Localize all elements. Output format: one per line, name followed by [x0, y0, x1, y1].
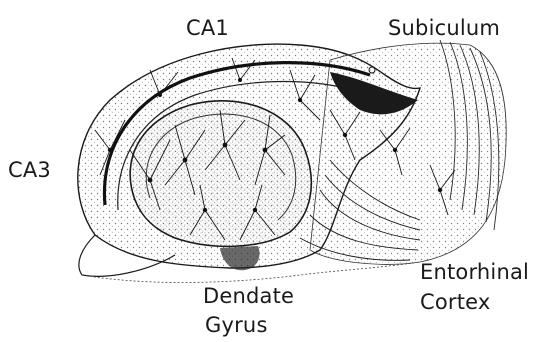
entorhinal-label-line2: Cortex	[420, 290, 491, 314]
ca3-label: CA3	[8, 158, 51, 182]
dentate-label-line2: Gyrus	[205, 313, 268, 337]
entorhinal-label-line1: Entorhinal	[420, 260, 529, 284]
dentate-label-line1: Dendate	[203, 284, 294, 308]
ca1-label: CA1	[186, 16, 229, 40]
subiculum-label: Subiculum	[388, 16, 500, 40]
